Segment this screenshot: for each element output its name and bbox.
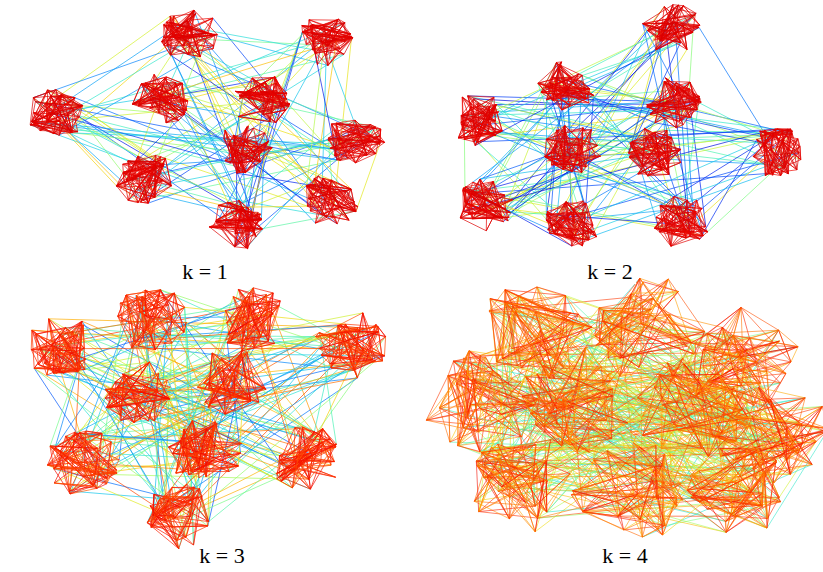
network-edge <box>116 186 128 200</box>
network-panel <box>30 10 384 249</box>
network-edge <box>182 38 334 205</box>
network-panel <box>458 5 800 246</box>
network-edge <box>700 140 757 239</box>
network-edge <box>356 206 358 211</box>
network-edge <box>141 84 163 85</box>
network-edge <box>164 22 167 25</box>
network-edge <box>697 110 775 134</box>
